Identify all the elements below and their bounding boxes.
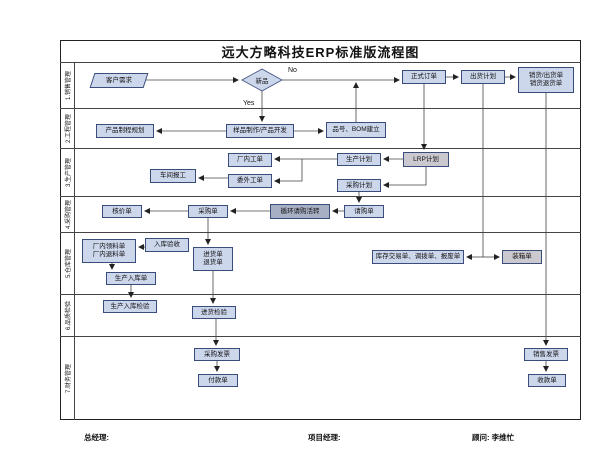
node-internal-work-order: 厂内工单 [228,153,272,167]
node-production-receipt: 生产入库单 [106,272,156,285]
node-inventory-docs: 库存交易单、调拨单、报废单 [372,250,464,264]
node-receipt-voucher: 收款单 [528,374,566,387]
node-price-check: 核价单 [102,205,142,218]
node-lrp-plan: LRP计划 [403,152,449,167]
node-customer-demand: 客户需求 [92,73,146,88]
node-requisition: 请购单 [344,205,384,218]
node-bom-setup: 品号、BOM建立 [326,122,386,138]
lane-label-divider [74,62,75,420]
diagram-frame [60,40,581,420]
decision-diamond-shape [241,68,283,92]
node-sample-development: 样品制作/产品开发 [226,124,294,138]
node-packing-list: 装箱单 [502,250,542,264]
node-sales-shipping-doc: 销货/出货单 销货退货单 [518,67,574,93]
node-product-process-planning: 产品制程规划 [96,124,154,138]
node-warehouse-acceptance: 入库验收 [145,238,189,252]
lane-divider [60,294,581,295]
node-formal-order: 正式订单 [402,70,446,84]
lane-divider [60,148,581,149]
label-no: No [288,67,297,74]
node-purchase-plan: 采购计划 [337,179,381,192]
node-cyclic-requisition: 循环请购活转 [270,204,330,219]
lane-divider [60,108,581,109]
node-production-plan: 生产计划 [337,153,381,166]
page-title: 远大方略科技ERP标准版流程图 [221,44,420,60]
label-yes: Yes [243,100,255,107]
node-incoming-inspection: 进货检验 [192,306,236,319]
node-purchase-order: 采购单 [188,205,228,218]
footer-general-manager: 总经理: [84,433,109,442]
node-outsourced-work-order: 委外工单 [228,174,272,188]
lane-divider [60,62,581,63]
node-payment-doc: 付款单 [198,374,238,387]
node-new-item-decision: 新品 [255,78,269,85]
node-shipping-plan: 出货计划 [461,70,505,84]
footer-project-manager: 项目经理: [308,433,341,442]
node-workshop-reporting: 车间报工 [150,169,196,183]
node-receipt-doc: 进货单 退货单 [193,247,233,271]
lane-divider [60,196,581,197]
lane-divider [60,336,581,337]
node-sales-invoice: 销售发票 [524,348,568,361]
node-purchase-invoice: 采购发票 [194,348,240,361]
footer-consultant: 顾问: 李维忙 [472,433,515,442]
lane-divider [60,232,581,233]
node-internal-material-doc: 厂内领料单 厂内退料单 [82,239,136,263]
node-production-receipt-inspection: 生产入库检验 [103,300,157,313]
